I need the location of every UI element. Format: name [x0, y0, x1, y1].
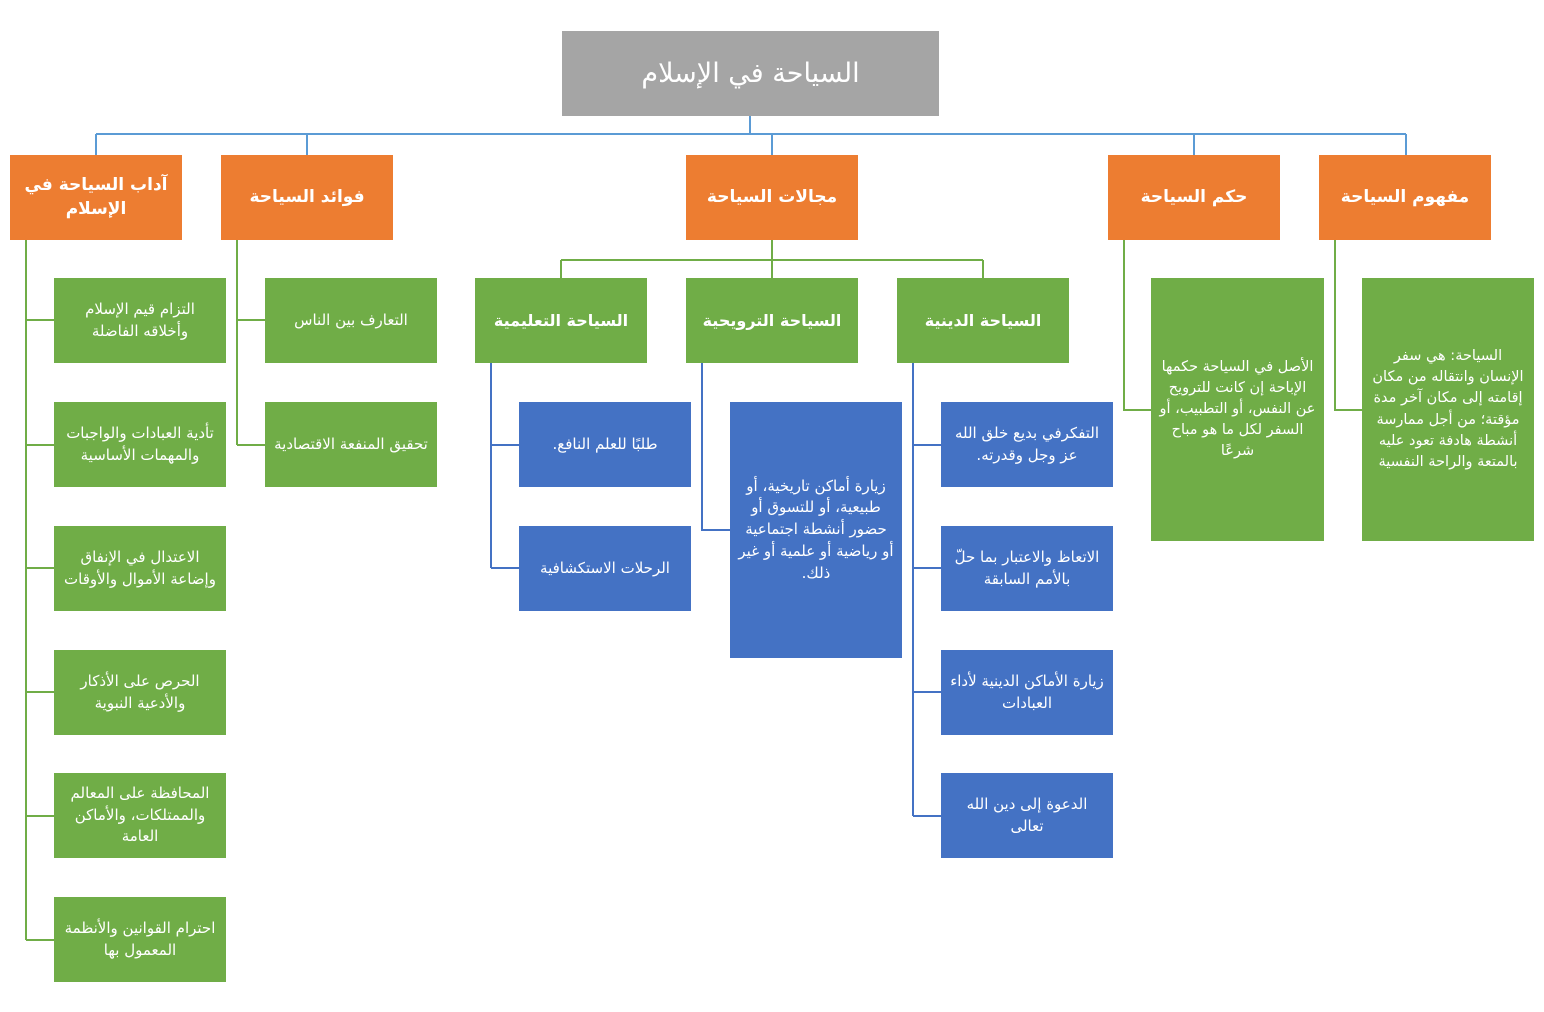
religious-item: التفكرفي بديع خلق الله عز وجل وقدرته. [941, 402, 1113, 487]
benefit-item: تحقيق المنفعة الاقتصادية [265, 402, 437, 487]
concept-definition: السياحة: هي سفر الإنسان وانتقاله من مكان… [1362, 278, 1534, 541]
recreational-description: زيارة أماكن تاريخية، أو طبيعية، أو للتسو… [730, 402, 902, 658]
educational-item: طلبًا للعلم النافع. [519, 402, 691, 487]
ruling-text: الأصل في السياحة حكمها الإباحة إن كانت ل… [1151, 278, 1324, 541]
etiquette-item: الاعتدال في الإنفاق وإضاعة الأموال والأو… [54, 526, 226, 611]
religious-tourism-node: السياحة الدينية [897, 278, 1069, 363]
branch-connectors [25, 240, 1362, 941]
religious-item: الاتعاظ والاعتبار بما حلّ بالأمم السابقة [941, 526, 1113, 611]
educational-tourism-node: السياحة التعليمية [475, 278, 647, 363]
root-node: السياحة في الإسلام [562, 31, 939, 116]
concept-node: مفهوم السياحة [1319, 155, 1491, 240]
sub-connectors [490, 363, 941, 817]
etiquette-node: آداب السياحة في الإسلام [10, 155, 182, 240]
religious-item: زيارة الأماكن الدينية لأداء العبادات [941, 650, 1113, 735]
religious-item: الدعوة إلى دين الله تعالى [941, 773, 1113, 858]
fields-node: مجالات السياحة [686, 155, 858, 240]
ruling-node: حكم السياحة [1108, 155, 1280, 240]
etiquette-item: المحافظة على المعالم والممتلكات، والأماك… [54, 773, 226, 858]
etiquette-item: الحرص على الأذكار والأدعية النبوية [54, 650, 226, 735]
etiquette-item: احترام القوانين والأنظمة المعمول بها [54, 897, 226, 982]
etiquette-item: تأدية العبادات والواجبات والمهمات الأساس… [54, 402, 226, 487]
recreational-tourism-node: السياحة الترويحية [686, 278, 858, 363]
educational-item: الرحلات الاستكشافية [519, 526, 691, 611]
benefit-item: التعارف بين الناس [265, 278, 437, 363]
etiquette-item: التزام قيم الإسلام وأخلاقه الفاضلة [54, 278, 226, 363]
benefits-node: فوائد السياحة [221, 155, 393, 240]
root-connectors [95, 116, 1407, 155]
